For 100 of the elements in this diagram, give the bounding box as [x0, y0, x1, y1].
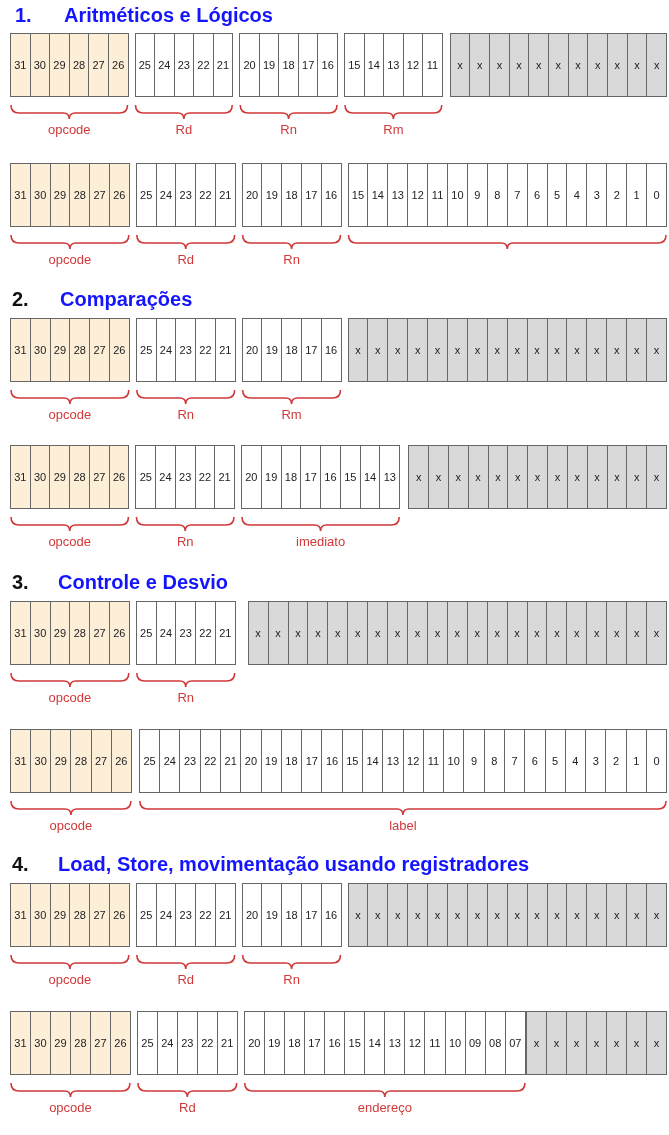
- bit-cell: 11: [423, 730, 445, 792]
- bit-cell-text: 0: [652, 754, 661, 769]
- bit-cell: 7: [504, 730, 526, 792]
- bit-field: [10, 33, 129, 97]
- bit-cell: x: [526, 1012, 547, 1074]
- field-label: Rm: [281, 407, 302, 423]
- bit-cell: 27: [91, 730, 112, 792]
- bit-cell: 25: [136, 319, 157, 381]
- bit-cell: x: [607, 884, 628, 946]
- bit-cell: x: [288, 602, 309, 664]
- bit-cell: 31: [11, 164, 31, 226]
- bit-cell: 30: [31, 730, 52, 792]
- bit-cell: x: [248, 602, 269, 664]
- bit-cell: x: [450, 34, 471, 96]
- bit-cell: x: [607, 319, 628, 381]
- bit-cell: x: [447, 602, 468, 664]
- bit-cell: x: [567, 602, 588, 664]
- bit-cell: x: [490, 34, 510, 96]
- bit-cell-text: 0: [652, 188, 661, 203]
- bit-cell: 19: [262, 164, 283, 226]
- bit-cell: x: [527, 319, 548, 381]
- bit-cell: 20: [242, 164, 263, 226]
- bit-cell: x: [448, 884, 468, 946]
- bit-cell: 25: [137, 1012, 158, 1074]
- bit-cell: 22: [195, 446, 216, 508]
- bit-cell: 27: [90, 884, 110, 946]
- bit-cell: x: [467, 602, 488, 664]
- bit-cell: x: [606, 1012, 627, 1074]
- bit-cell: 22: [196, 884, 216, 946]
- bit-field: [347, 318, 667, 382]
- bit-cell: 1: [627, 164, 648, 226]
- bit-cell: 27: [89, 34, 109, 96]
- bit-cell: x: [529, 34, 550, 96]
- bit-field: [240, 445, 401, 509]
- bit-cell: 8: [484, 730, 505, 792]
- bit-cell: x: [546, 1012, 567, 1074]
- bit-cell: x: [587, 884, 608, 946]
- bit-cell: 11: [428, 164, 449, 226]
- section-number: 2.: [12, 287, 29, 311]
- bit-cell: 27: [90, 602, 110, 664]
- bit-cell: 14: [362, 730, 384, 792]
- bit-cell: x: [388, 602, 409, 664]
- bit-cell: 28: [70, 164, 91, 226]
- bit-cell: 28: [70, 602, 91, 664]
- bit-cell-text: 16: [320, 58, 335, 73]
- field-label: Rd: [177, 252, 195, 268]
- bit-cell: 30: [30, 602, 51, 664]
- bit-field: [135, 163, 236, 227]
- field-label: opcode: [48, 252, 92, 268]
- bit-cell: 25: [136, 884, 157, 946]
- bit-field: [10, 163, 130, 227]
- bit-cell: 10: [448, 164, 468, 226]
- bit-cell-text: x: [652, 58, 661, 73]
- bit-cell: x: [549, 34, 569, 96]
- bit-cell: 19: [261, 730, 282, 792]
- bit-cell: x: [527, 884, 548, 946]
- field-label: Rd: [177, 972, 195, 988]
- bit-cell: 29: [50, 164, 71, 226]
- bit-cell-text: 26: [111, 470, 127, 485]
- bit-cell: x: [567, 884, 588, 946]
- bit-cell: 22: [200, 730, 221, 792]
- bit-cell: x: [368, 884, 389, 946]
- bit-cell: 9: [467, 164, 488, 226]
- bit-cell: 29: [50, 34, 70, 96]
- bit-field: [135, 445, 235, 509]
- bit-cell: 15: [345, 1012, 366, 1074]
- bit-cell: x: [487, 884, 508, 946]
- bit-cell-text: 13: [382, 470, 397, 485]
- bit-field: [347, 883, 667, 947]
- field-label: Rm: [383, 122, 404, 138]
- bit-cell: x: [427, 602, 448, 664]
- bit-cell: 30: [30, 164, 51, 226]
- bit-cell: x: [547, 884, 568, 946]
- bit-cell: 11: [425, 1012, 446, 1074]
- bit-cell: 17: [301, 446, 322, 508]
- bit-cell: 19: [262, 319, 283, 381]
- bit-cell: 2: [607, 164, 628, 226]
- bit-cell-text: 26: [112, 343, 127, 358]
- bit-cell: 18: [279, 34, 299, 96]
- bit-cell: x: [308, 602, 329, 664]
- bit-cell: 19: [261, 446, 282, 508]
- bit-cell: 17: [301, 164, 322, 226]
- bit-cell: x: [587, 319, 608, 381]
- bit-cell: 29: [50, 446, 71, 508]
- field-label: Rn: [280, 122, 297, 138]
- bit-cell: 22: [197, 1012, 218, 1074]
- field-label: opcode: [48, 407, 92, 423]
- bit-cell: x: [487, 319, 508, 381]
- field-label: imediato: [296, 534, 346, 550]
- bit-cell: 28: [71, 730, 92, 792]
- bit-cell: x: [528, 446, 548, 508]
- bit-cell: x: [348, 602, 369, 664]
- bit-cell: x: [409, 446, 430, 508]
- bit-cell: x: [368, 319, 389, 381]
- bit-cell: x: [508, 446, 529, 508]
- bit-field: [134, 33, 234, 97]
- bit-cell: 13: [383, 730, 404, 792]
- bit-cell: 28: [70, 1012, 91, 1074]
- bit-cell: 24: [156, 602, 177, 664]
- bit-cell: x: [408, 319, 429, 381]
